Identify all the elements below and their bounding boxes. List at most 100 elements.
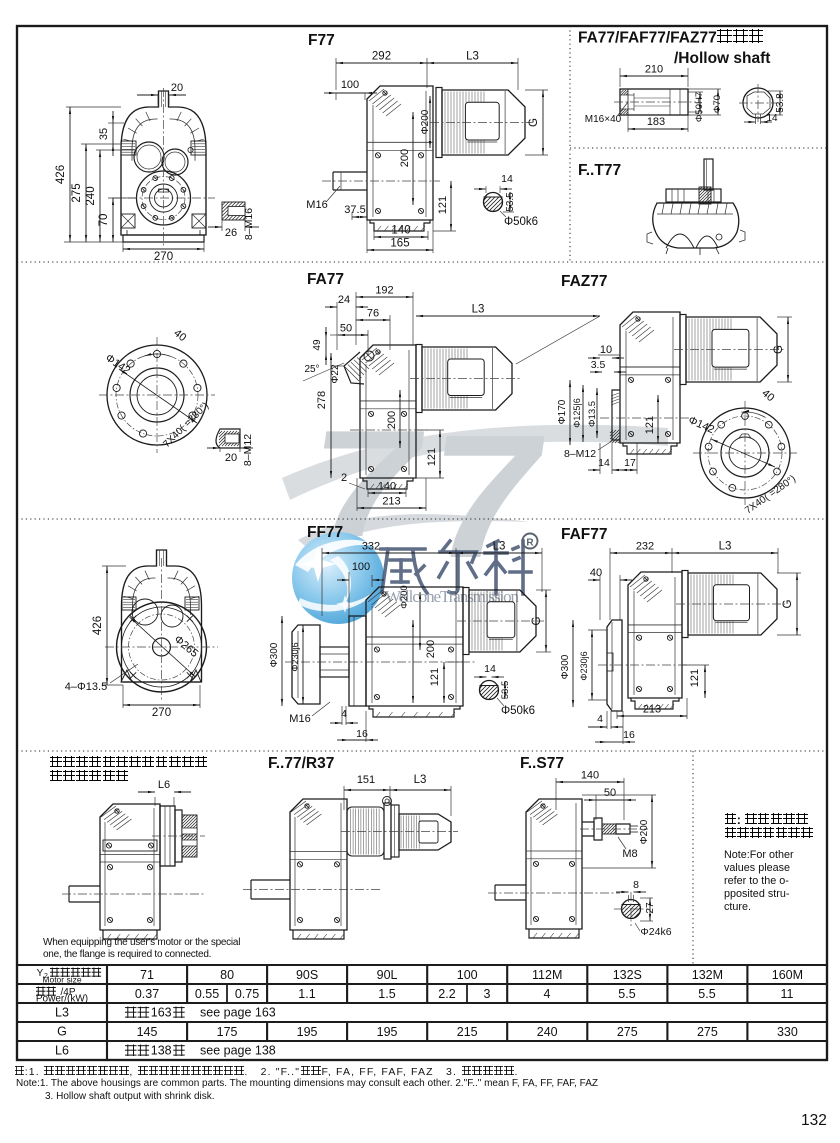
svg-text:4: 4 [544,987,551,1001]
svg-text:0.75: 0.75 [235,987,259,1001]
svg-text:Φ50k6: Φ50k6 [501,705,535,717]
svg-text:1.5: 1.5 [378,987,395,1001]
svg-text:L3: L3 [55,1006,69,1020]
svg-text:121: 121 [437,196,449,214]
svg-text:195: 195 [297,1025,318,1039]
svg-text:G: G [57,1025,67,1039]
svg-text:165: 165 [390,238,409,250]
svg-text:4: 4 [597,713,603,725]
svg-text:121: 121 [426,448,438,466]
svg-text:5.5: 5.5 [698,987,715,1001]
svg-text:2: 2 [341,472,347,484]
svg-text:232: 232 [636,541,654,553]
svg-text:8: 8 [633,879,639,891]
svg-text:see page 163: see page 163 [200,1006,276,1020]
svg-text:16: 16 [356,728,368,740]
svg-text:121: 121 [689,669,701,687]
svg-text:210: 210 [645,64,663,76]
svg-text:90L: 90L [377,968,398,982]
svg-text:270: 270 [154,251,173,263]
svg-text:0.55: 0.55 [195,987,219,1001]
svg-text:71: 71 [140,968,154,982]
svg-text:426: 426 [55,165,67,184]
svg-text:53.5: 53.5 [500,681,511,700]
svg-text:11: 11 [781,987,794,1001]
svg-text:M16×40: M16×40 [585,114,622,125]
svg-text:175: 175 [217,1025,238,1039]
svg-text:16: 16 [623,729,635,741]
svg-text:145: 145 [137,1025,158,1039]
svg-text:215: 215 [457,1025,478,1039]
svg-text:49: 49 [312,339,323,351]
svg-text:L3: L3 [472,304,485,316]
svg-text:10: 10 [600,344,612,356]
svg-text:Φ200: Φ200 [639,819,650,844]
svg-text:M8: M8 [622,848,637,860]
svg-text:FF77: FF77 [307,524,343,541]
svg-text:Φ200: Φ200 [420,109,431,134]
svg-text:100: 100 [457,968,478,982]
svg-text:Φ24k6: Φ24k6 [640,926,671,938]
svg-text:121: 121 [644,416,656,434]
svg-text:80: 80 [220,968,234,982]
svg-text:100: 100 [341,79,359,91]
svg-text:275: 275 [617,1025,638,1039]
svg-text:4–Φ13.5: 4–Φ13.5 [65,681,107,693]
svg-text:Φ13.5: Φ13.5 [587,401,598,427]
svg-text:Φ230j6: Φ230j6 [290,642,300,671]
svg-text:151: 151 [357,774,375,786]
svg-text:Power/(kW): Power/(kW) [36,994,88,1005]
svg-text:200: 200 [399,149,411,167]
svg-text:WellconeTransmission: WellconeTransmission [385,587,520,606]
svg-text:275: 275 [697,1025,718,1039]
svg-text:L3: L3 [719,541,732,553]
svg-text:27: 27 [645,902,656,914]
svg-text:40: 40 [171,327,188,344]
svg-text:Φ142: Φ142 [103,352,132,377]
svg-text:213: 213 [643,704,661,716]
svg-text:37.5: 37.5 [344,204,365,216]
svg-text:G: G [773,345,785,354]
svg-text:70: 70 [98,214,110,227]
svg-text:M16: M16 [306,199,327,211]
svg-text:Φ125|6: Φ125|6 [572,398,582,428]
svg-text:8–M12: 8–M12 [564,448,596,460]
svg-text:8–M16: 8–M16 [243,208,255,240]
svg-text:L3: L3 [466,51,479,63]
svg-text:G: G [531,616,543,625]
svg-text:G: G [528,118,540,127]
svg-text:100: 100 [352,561,370,573]
svg-text:2.2: 2.2 [438,987,455,1001]
svg-text:L6: L6 [158,779,170,791]
svg-text:40: 40 [590,567,602,579]
svg-text:132S: 132S [613,968,642,982]
svg-text:200: 200 [425,640,437,658]
svg-text:L3: L3 [493,541,506,553]
svg-text:76: 76 [367,308,379,320]
svg-text:292: 292 [372,51,391,63]
svg-text:Φ50k6: Φ50k6 [504,216,538,228]
svg-text:FAZ77: FAZ77 [561,273,608,290]
svg-text:Φ142: Φ142 [686,414,716,436]
svg-text:7: 7 [415,399,559,595]
svg-text:0.37: 0.37 [135,987,159,1001]
svg-text:20: 20 [225,452,237,464]
svg-text:Φ300: Φ300 [269,642,280,667]
svg-text:5.5: 5.5 [618,987,635,1001]
svg-text:M16: M16 [289,713,310,725]
svg-text:Y: Y [37,968,44,979]
svg-text:240: 240 [537,1025,558,1039]
svg-text:7X40( =280°): 7X40( =280°) [743,473,798,516]
svg-text:1.1: 1.1 [298,987,315,1001]
svg-text:160M: 160M [772,968,803,982]
svg-text:Motor size: Motor size [42,975,81,985]
svg-text:53.5: 53.5 [505,192,516,212]
svg-text:G: G [782,599,794,608]
svg-text:50: 50 [340,323,352,335]
svg-text:270: 270 [152,707,171,719]
svg-text:278: 278 [316,391,328,409]
svg-text:25°: 25° [304,364,319,375]
svg-text:53.8: 53.8 [775,93,786,113]
svg-text:35: 35 [98,128,110,140]
svg-text:140: 140 [581,770,599,782]
